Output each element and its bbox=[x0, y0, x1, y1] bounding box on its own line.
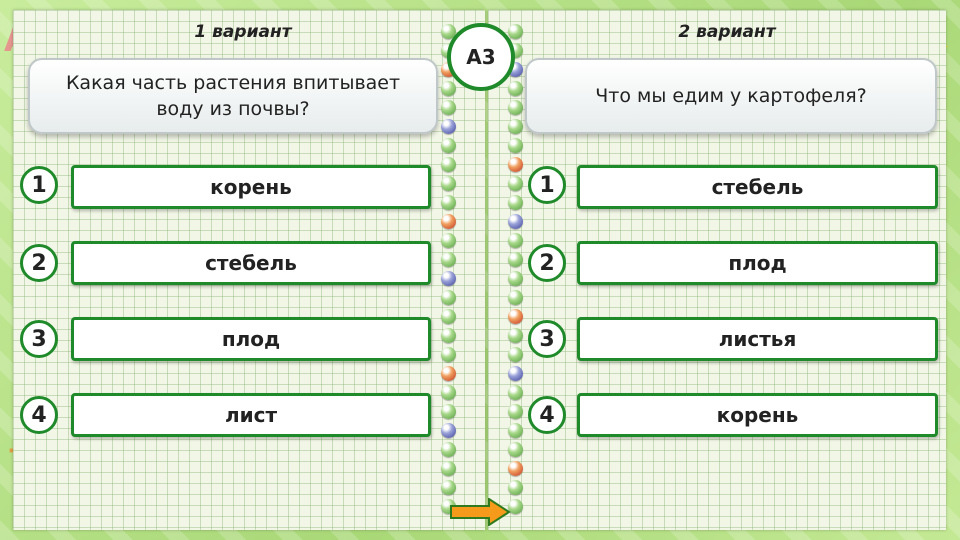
binding-bead bbox=[441, 271, 456, 286]
binding-bead bbox=[508, 81, 523, 96]
variant2-title: 2 вариант bbox=[678, 22, 776, 42]
binding-bead bbox=[508, 347, 523, 362]
binding-bead bbox=[441, 138, 456, 153]
binding-bead bbox=[508, 24, 523, 39]
binding-bead bbox=[508, 138, 523, 153]
binding-bead bbox=[508, 252, 523, 267]
binding-bead bbox=[508, 480, 523, 495]
binding-bead bbox=[508, 176, 523, 191]
slide-number-badge: A3 bbox=[447, 23, 515, 91]
variant2-answer4-number: 4 bbox=[528, 396, 566, 434]
binding-bead bbox=[441, 328, 456, 343]
binding-bead bbox=[441, 24, 456, 39]
variant2-answer3-number: 3 bbox=[528, 320, 566, 358]
binding-bead bbox=[441, 442, 456, 457]
binding-bead bbox=[441, 385, 456, 400]
arrow-right-icon[interactable] bbox=[449, 498, 511, 526]
variant1-answer2-number: 2 bbox=[20, 244, 58, 282]
variant1-answer1[interactable]: корень bbox=[71, 165, 431, 209]
binding-bead bbox=[508, 385, 523, 400]
binding-bead bbox=[508, 233, 523, 248]
binding-bead bbox=[441, 119, 456, 134]
binding-bead bbox=[441, 423, 456, 438]
variant2-answer1[interactable]: стебель bbox=[577, 165, 938, 209]
variant1-answer3-number: 3 bbox=[20, 320, 58, 358]
binding-bead bbox=[441, 252, 456, 267]
binding-bead bbox=[508, 309, 523, 324]
variant1-title: 1 вариант bbox=[194, 22, 292, 42]
binding-bead bbox=[508, 499, 523, 514]
variant1-answer2[interactable]: стебель bbox=[71, 241, 431, 285]
binding-bead bbox=[508, 461, 523, 476]
binding-bead bbox=[441, 81, 456, 96]
binding-bead bbox=[441, 214, 456, 229]
binding-bead bbox=[441, 480, 456, 495]
variant2-answer2-number: 2 bbox=[528, 244, 566, 282]
binding-bead bbox=[441, 195, 456, 210]
variant1-question: Какая часть растения впитывает воду из п… bbox=[28, 58, 438, 134]
binding-bead bbox=[508, 271, 523, 286]
binding-bead bbox=[508, 195, 523, 210]
binding-bead bbox=[441, 309, 456, 324]
binding-bead bbox=[508, 119, 523, 134]
binding-bead bbox=[441, 157, 456, 172]
variant2-question: Что мы едим у картофеля? bbox=[525, 58, 937, 134]
binding-bead bbox=[508, 366, 523, 381]
binding-bead bbox=[508, 423, 523, 438]
variant1-answer4-number: 4 bbox=[20, 396, 58, 434]
binding-bead bbox=[441, 347, 456, 362]
binding-bead bbox=[508, 214, 523, 229]
binding-bead bbox=[441, 290, 456, 305]
binding-bead bbox=[441, 176, 456, 191]
binding-bead bbox=[441, 233, 456, 248]
binding-bead bbox=[508, 328, 523, 343]
variant2-answer4[interactable]: корень bbox=[577, 393, 938, 437]
binding-bead bbox=[508, 157, 523, 172]
variant1-answer4[interactable]: лист bbox=[71, 393, 431, 437]
variant2-answer3[interactable]: листья bbox=[577, 317, 938, 361]
variant1-answer3[interactable]: плод bbox=[71, 317, 431, 361]
binding-bead bbox=[441, 461, 456, 476]
variant1-answer1-number: 1 bbox=[20, 166, 58, 204]
binding-bead bbox=[441, 404, 456, 419]
binding-bead bbox=[508, 100, 523, 115]
binding-bead bbox=[508, 290, 523, 305]
variant2-answer1-number: 1 bbox=[528, 166, 566, 204]
binding-bead bbox=[441, 100, 456, 115]
variant2-answer2[interactable]: плод bbox=[577, 241, 938, 285]
binding-bead bbox=[441, 366, 456, 381]
binding-bead bbox=[508, 404, 523, 419]
binding-bead bbox=[508, 442, 523, 457]
